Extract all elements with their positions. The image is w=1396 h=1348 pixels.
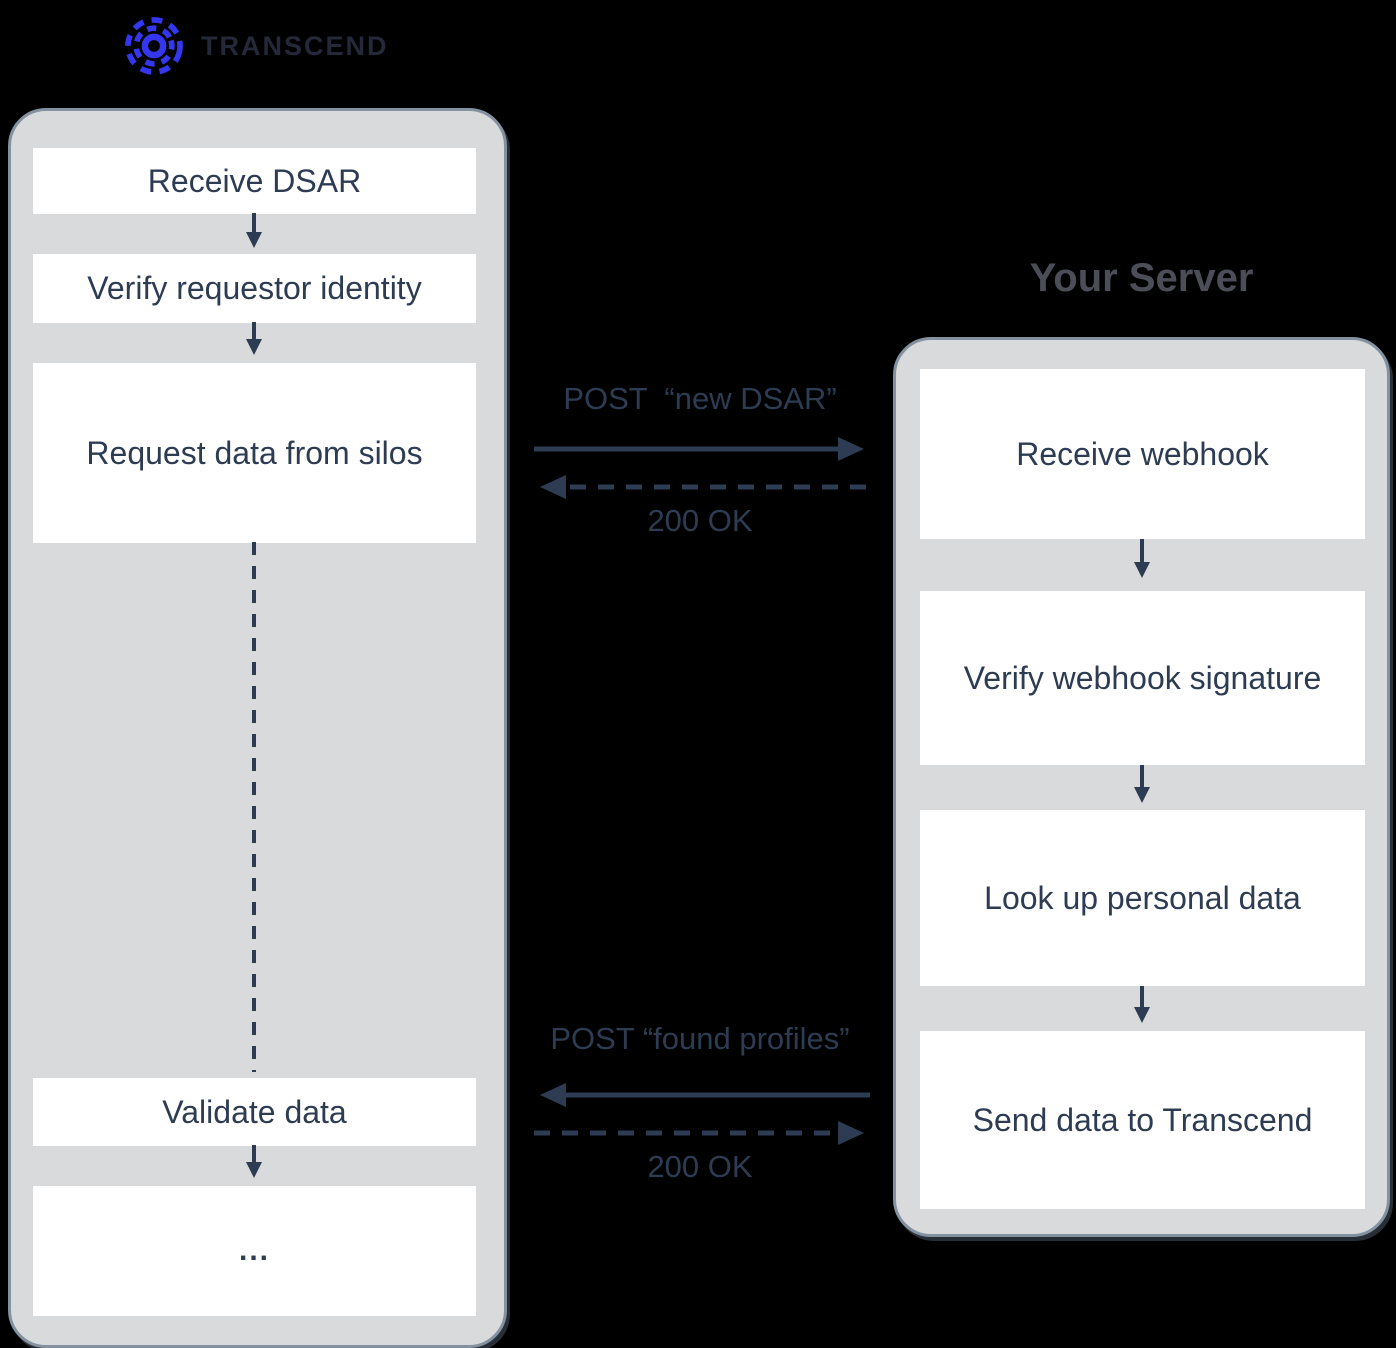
transcend-wordmark: TRANSCEND [201,30,389,61]
transcend-logo: TRANSCEND [121,13,389,79]
step-request-data-silos: Request data from silos [33,363,476,543]
step-send-data: Send data to Transcend [920,1031,1365,1209]
message-post-new-dsar: POST “new DSAR” [563,381,837,416]
step-receive-dsar: Receive DSAR [33,148,476,214]
message-post-found-profiles: POST “found profiles” [550,1021,850,1056]
message-200-ok-response: 200 OK [647,503,753,538]
step-lookup-data: Look up personal data [920,810,1365,986]
server-lane-panel: Receive webhook Verify webhook signature… [893,337,1390,1237]
message-200-ok-response-2: 200 OK [647,1149,753,1184]
transcend-lane-panel: Receive DSAR Verify requestor identity R… [8,108,507,1348]
step-receive-webhook: Receive webhook [920,369,1365,539]
transcend-logo-icon [125,17,183,75]
step-ellipsis: ... [33,1186,476,1316]
server-lane-title: Your Server [1029,256,1254,300]
step-verify-identity: Verify requestor identity [33,254,476,323]
step-verify-signature: Verify webhook signature [920,591,1365,765]
step-validate-data: Validate data [33,1078,476,1146]
